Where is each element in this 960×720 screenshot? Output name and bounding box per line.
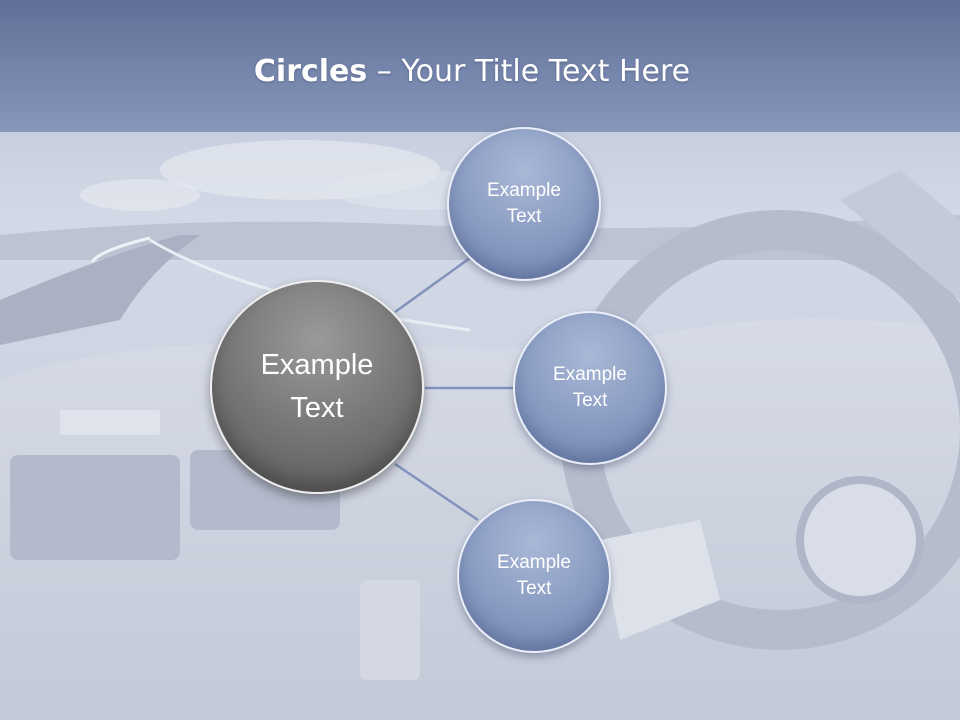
title-band — [0, 0, 960, 132]
center-line1: Example — [260, 348, 374, 381]
node-top-line2: Text — [506, 206, 542, 227]
node-middle-line1: Example — [553, 363, 627, 385]
slide-title: Circles – Your Title Text Here — [0, 54, 944, 89]
connector-top — [394, 256, 471, 314]
node-bottom-line1: Example — [497, 551, 571, 573]
node-middle-line2: Text — [572, 390, 608, 411]
node-top-line1: Example — [487, 179, 561, 201]
title-bold: Circles — [253, 54, 368, 89]
title-rest: – Your Title Text Here — [367, 54, 691, 89]
node-bottom-line2: Text — [516, 578, 552, 599]
center-line2: Text — [290, 392, 344, 424]
connector-bottom — [394, 462, 479, 522]
